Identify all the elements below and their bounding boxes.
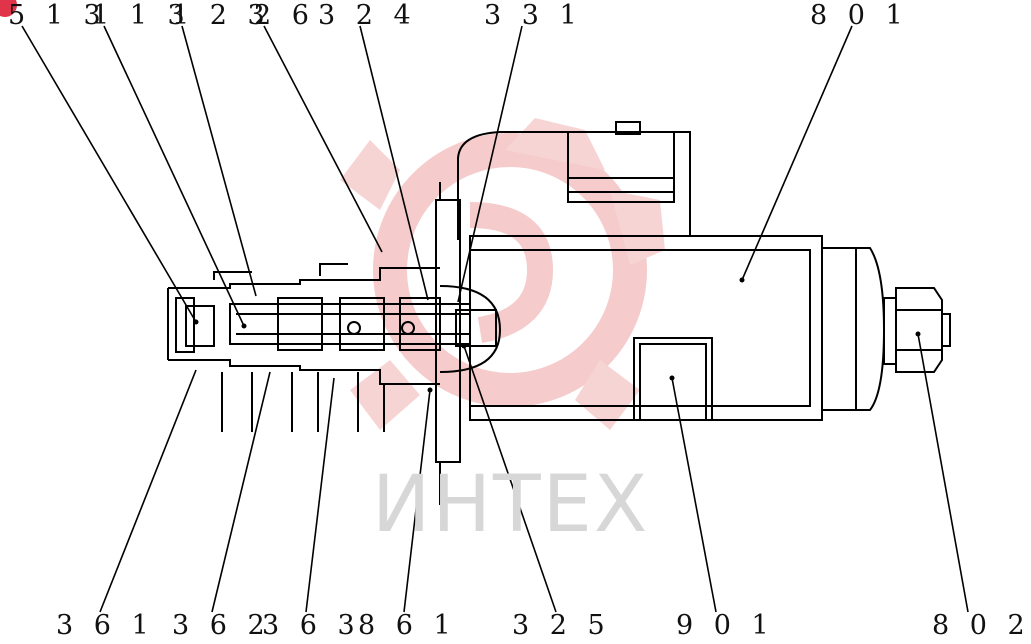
corner-marker-icon [0, 0, 17, 17]
callout-861: 8 6 1 [358, 610, 457, 641]
armature [455, 309, 497, 347]
callout-801: 8 0 1 [810, 0, 909, 31]
callout-325: 3 2 5 [512, 610, 611, 641]
spool [229, 303, 471, 345]
callout-362: 3 6 2 [172, 610, 271, 641]
callout-361: 3 6 1 [56, 610, 155, 641]
callout-901: 9 0 1 [676, 610, 775, 641]
valve-body [167, 121, 951, 505]
callout-331: 3 3 1 [484, 0, 583, 31]
callout-802: 8 0 2 [932, 610, 1031, 641]
connector-housing [457, 131, 691, 240]
solenoid-valve-drawing [0, 0, 969, 613]
watermark-text: ИНТЕХ [372, 460, 650, 550]
callout-311: 1 1 3 [92, 0, 191, 31]
callout-363: 3 6 3 [262, 610, 361, 641]
callout-324: 3 2 4 [318, 0, 417, 31]
callout-511: 5 1 3 [8, 0, 107, 31]
callout-326: 2 6 [254, 0, 315, 31]
callout-312: 1 2 3 [172, 0, 271, 31]
connector-plug [567, 131, 675, 203]
cap-nut [895, 287, 943, 373]
leader-lines [21, 25, 969, 613]
